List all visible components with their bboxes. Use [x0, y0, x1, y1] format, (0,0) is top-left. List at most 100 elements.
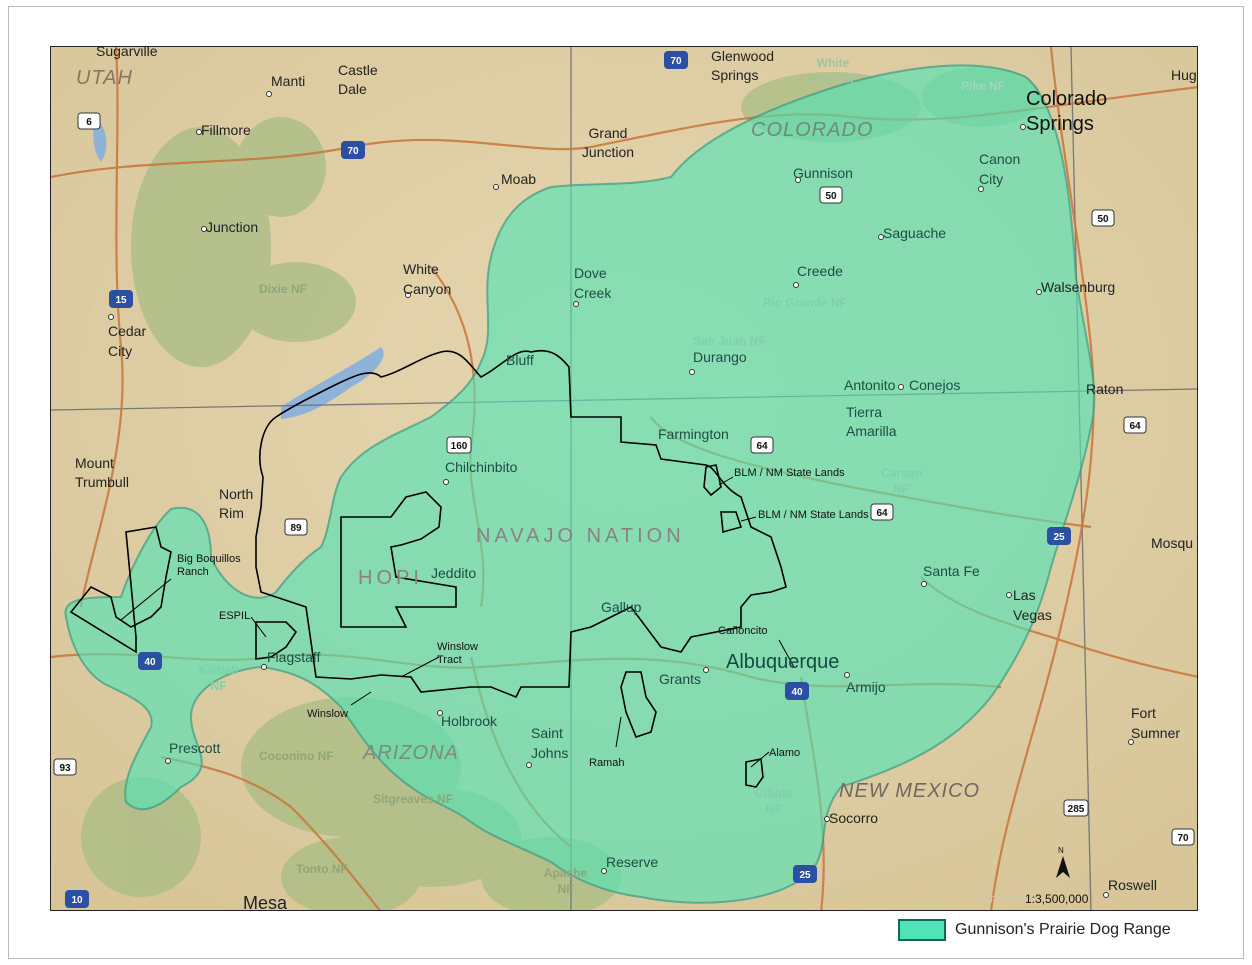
forest-pike-nf: Pike NF — [961, 79, 1006, 93]
svg-text:15: 15 — [115, 295, 127, 306]
annotation-blm-nm-state-lands-1: BLM / NM State Lands — [734, 467, 845, 479]
forest-carson-nf: Carson NF — [881, 466, 923, 496]
region-label-hopi: HOPI — [358, 567, 423, 589]
city-santa-fe: Santa Fe — [923, 563, 980, 579]
city-tierra-amarilla: Tierra Amarilla — [846, 404, 897, 439]
city-jeddito: Jeddito — [431, 565, 477, 581]
map-panel[interactable]: 70 70 6 15 50 50 160 64 64 89 64 25 25 4… — [50, 46, 1198, 911]
state-label-new-mexico: NEW MEXICO — [839, 780, 981, 802]
north-arrow-icon — [1056, 856, 1070, 878]
city-gallup: Gallup — [601, 599, 642, 615]
city-gunnison: Gunnison — [793, 165, 853, 181]
forest-cibola-nf: Cibola NF — [755, 786, 792, 816]
city-durango: Durango — [693, 349, 747, 365]
annotation-big-boquillos-ranch: Big Boquillos Ranch — [177, 553, 241, 578]
svg-text:70: 70 — [1177, 833, 1189, 844]
tribal-boundaries — [69, 349, 787, 788]
svg-text:70: 70 — [347, 146, 359, 157]
forest-dixie-nf: Dixie NF — [259, 282, 308, 296]
forest-rio-grande-nf: Rio Grande NF — [763, 296, 848, 310]
svg-text:64: 64 — [1129, 421, 1141, 432]
svg-text:25: 25 — [799, 870, 811, 881]
city-chilchinbito: Chilchinbito — [445, 459, 518, 475]
state-label-colorado: COLORADO — [751, 119, 874, 141]
forest-tonto-nf: Tonto NF — [296, 862, 348, 876]
annotation-ramah: Ramah — [589, 757, 625, 769]
legend-swatch — [898, 919, 946, 941]
annotation-winslow-tract: Winslow Tract — [437, 641, 478, 666]
svg-text:10: 10 — [71, 895, 83, 906]
annotation-alamo: Alamo — [769, 747, 801, 759]
annotation-winslow: Winslow — [307, 708, 348, 720]
city-colorado-springs: Colorado Springs — [1026, 88, 1108, 135]
ramah-boundary — [620, 671, 657, 738]
svg-text:93: 93 — [59, 763, 71, 774]
city-reserve: Reserve — [606, 854, 659, 870]
city-grand-junction: Grand Junction — [581, 125, 635, 160]
city-farmington: Farmington — [658, 426, 729, 442]
region-label-navajo-nation: NAVAJO NATION — [476, 525, 685, 547]
annotation-blm-nm-state-lands-2: BLM / NM State Lands — [758, 509, 869, 521]
city-las-vegas: Las Vegas — [1013, 587, 1052, 623]
forest-white-river-nf: White River NF — [808, 56, 858, 86]
svg-text:160: 160 — [451, 441, 468, 452]
city-raton: Raton — [1086, 381, 1124, 397]
city-armijo: Armijo — [846, 679, 886, 695]
prairie-dog-range — [64, 64, 1096, 904]
city-flagstaff: Flagstaff — [267, 649, 321, 665]
legend: Gunnison's Prairie Dog Range — [898, 917, 1171, 943]
city-castle-dale: Castle Dale — [338, 62, 378, 97]
alamo-boundary — [745, 758, 764, 788]
city-cedar-city: Cedar City — [108, 323, 147, 359]
forest-kaibab-nf: Kaibab NF — [198, 663, 239, 693]
map-canvas: 70 70 6 15 50 50 160 64 64 89 64 25 25 4… — [51, 47, 1197, 910]
svg-text:50: 50 — [825, 191, 837, 202]
city-saguache: Saguache — [883, 225, 947, 241]
forest-sitgreaves-nf: Sitgreaves NF — [373, 792, 454, 806]
hopi-boundary — [340, 491, 457, 628]
navajo-nation-boundary — [255, 349, 787, 699]
city-sugarville: Sugarville — [96, 46, 158, 59]
city-hug: Hug — [1171, 67, 1197, 83]
state-label-arizona: ARIZONA — [363, 742, 459, 764]
svg-text:25: 25 — [1053, 532, 1065, 543]
city-conejos: Conejos — [909, 377, 961, 393]
annotation-espil: ESPIL — [219, 610, 251, 622]
city-fillmore: Fillmore — [201, 122, 251, 138]
forest-coconino-nf: Coconino NF — [259, 749, 334, 763]
city-glenwood-springs: Glenwood Springs — [711, 48, 775, 83]
city-mesa: Mesa — [243, 893, 288, 911]
city-bluff: Bluff — [506, 352, 534, 368]
espil-boundary — [255, 621, 298, 660]
annotation-canoncito: Cañoncito — [718, 625, 768, 637]
scale-text: 1:3,500,000 — [1025, 892, 1089, 906]
svg-text:64: 64 — [756, 441, 768, 452]
svg-text:40: 40 — [144, 657, 156, 668]
city-junction: Junction — [206, 219, 259, 235]
city-holbrook: Holbrook — [441, 713, 498, 729]
city-grants: Grants — [659, 671, 702, 687]
city-saint-johns: Saint Johns — [531, 725, 569, 761]
city-dove-creek: Dove Creek — [574, 265, 612, 301]
city-roswell: Roswell — [1108, 877, 1158, 893]
forest-lincoln: Lincoln — [979, 891, 1022, 905]
city-north-rim: North Rim — [219, 486, 254, 521]
blm-lands-2 — [720, 511, 743, 534]
city-fort-sumner: Fort Sumner — [1131, 705, 1181, 741]
big-boquillos-boundary — [69, 526, 172, 654]
svg-text:6: 6 — [86, 117, 92, 128]
city-mount-trumbull: Mount Trumbull — [75, 455, 129, 490]
map-labels: UTAH COLORADO ARIZONA NEW MEXICO NAVAJO … — [51, 46, 1197, 911]
annotation-leaders — [120, 476, 795, 768]
city-mosqu: Mosqu — [1151, 535, 1194, 551]
city-prescott: Prescott — [169, 740, 221, 756]
city-antonito: Antonito — [844, 377, 896, 393]
city-creede: Creede — [797, 263, 843, 279]
city-canon-city: Canon City — [979, 151, 1021, 187]
city-albuquerque: Albuquerque — [726, 651, 840, 673]
blm-lands-1 — [703, 464, 722, 497]
city-socorro: Socorro — [829, 810, 879, 826]
city-walsenburg: Walsenburg — [1041, 279, 1116, 295]
city-manti: Manti — [271, 73, 306, 89]
forest-apache-nf: Apache NF — [543, 866, 588, 896]
